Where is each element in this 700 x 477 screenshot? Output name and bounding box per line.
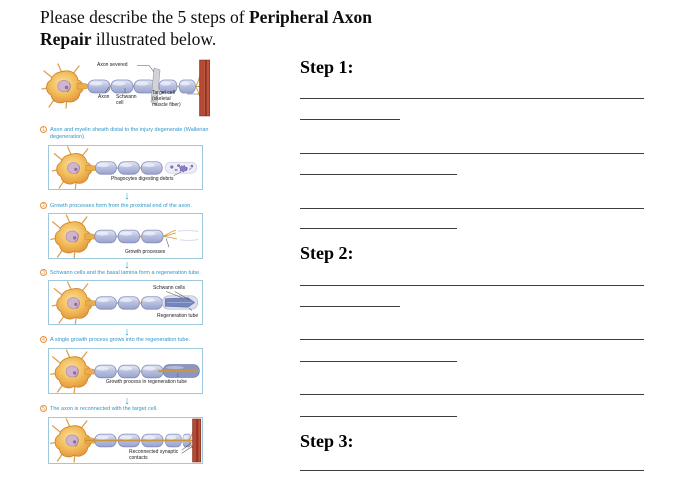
step-caption-3: 3 Schwann cells and the basal lamina for… (40, 269, 210, 277)
down-arrow-icon: ↓ (124, 395, 130, 407)
figure-panel-2: Growth processes (48, 213, 203, 259)
answer-line (300, 415, 457, 417)
panel-3-illustration (51, 281, 198, 324)
down-arrow-icon: ↓ (124, 190, 130, 202)
figure-panel-5: Reconnected synaptic contacts (48, 417, 203, 464)
question-title: Please describe the 5 steps of Periphera… (40, 6, 422, 51)
step-caption-4-text: A single growth process grows into the r… (50, 337, 191, 343)
title-suffix: illustrated below. (91, 29, 217, 50)
label-axon: Axon (98, 93, 110, 100)
panel-2-illustration (50, 214, 199, 258)
step-caption-1-text: Axon and myelin sheath distal to the inj… (50, 127, 209, 140)
step-caption-2-text: Growth processes form from the proximal … (50, 203, 192, 209)
phagocyte-debris (170, 164, 194, 173)
axon-terminal (188, 432, 193, 449)
step-caption-3-text: Schwann cells and the basal lamina form … (50, 270, 201, 276)
muscle-fiber (192, 418, 202, 463)
title-bold: Peripheral Axon Repair (40, 7, 372, 50)
step-number-1: 1 (40, 126, 47, 133)
answer-line (300, 339, 644, 340)
answer-line (300, 469, 644, 471)
answer-line (300, 228, 457, 229)
panel-1-illustration (51, 146, 198, 189)
growth-processes (162, 229, 177, 240)
step-2-heading: Step 2: (300, 243, 354, 263)
step-number-5: 5 (40, 405, 47, 412)
label-growth-processes: Growth processes (125, 249, 166, 255)
pointer-lines (166, 291, 193, 311)
down-arrow-icon: ↓ (124, 259, 130, 271)
label-phagocytes: Phagocytes digesting debris (111, 176, 174, 182)
answer-line (300, 173, 457, 175)
panel-4-illustration (50, 349, 200, 393)
step-3-heading: Step 3: (300, 431, 354, 451)
down-arrow-icon: ↓ (124, 326, 130, 338)
answer-line (300, 305, 400, 307)
label-schwann-cells: Schwann cells (153, 285, 185, 291)
panel-5-illustration (50, 418, 202, 463)
step-caption-5-text: The axon is reconnected with the target … (50, 406, 158, 412)
severed-blade (150, 67, 161, 106)
answer-line (300, 118, 400, 120)
label-growth-in-tube: Growth process in regeneration tube (106, 378, 187, 385)
label-target-cell: Target cell (skeletal muscle fiber) (152, 90, 181, 108)
step-caption-1: 1 Axon and myelin sheath distal to the i… (40, 126, 210, 141)
step-caption-4: 4 A single growth process grows into the… (40, 336, 210, 344)
pointer-lines (104, 65, 199, 95)
answer-line (300, 207, 644, 209)
neuron-soma (41, 63, 89, 109)
empty-tube-outline (177, 230, 199, 241)
figure-panel-1: Phagocytes digesting debris (48, 145, 203, 190)
figure-intro-panel: Axon severed Axon Schwann cell Target ce… (40, 56, 210, 122)
label-axon-severed: Axon severed (97, 62, 128, 68)
label-reconnected: Reconnected synaptic contacts (129, 449, 179, 461)
answer-line (300, 98, 644, 99)
figure-panel-3: Schwann cells Regeneration tube (48, 280, 203, 325)
pointer-line (173, 171, 182, 176)
step-number-2: 2 (40, 202, 47, 209)
step-caption-2: 2 Growth processes form from the proxima… (40, 202, 210, 210)
step-number-3: 3 (40, 269, 47, 276)
step-caption-5: 5 The axon is reconnected with the targe… (40, 405, 210, 413)
pointer-lines (181, 442, 193, 454)
pointer-line (165, 238, 170, 248)
answer-line (300, 393, 644, 395)
neuron-severed-illustration (41, 59, 210, 117)
step-1-heading: Step 1: (300, 57, 354, 77)
title-prefix: Please describe the 5 steps of (40, 7, 249, 27)
answer-line (300, 153, 644, 154)
answer-line (300, 285, 644, 286)
answer-line (300, 360, 457, 362)
step-number-4: 4 (40, 336, 47, 343)
label-schwann-cell: Schwann cell (116, 93, 137, 106)
figure-panel-4: Growth process in regeneration tube (48, 348, 203, 394)
label-regeneration-tube: Regeneration tube (157, 312, 199, 319)
